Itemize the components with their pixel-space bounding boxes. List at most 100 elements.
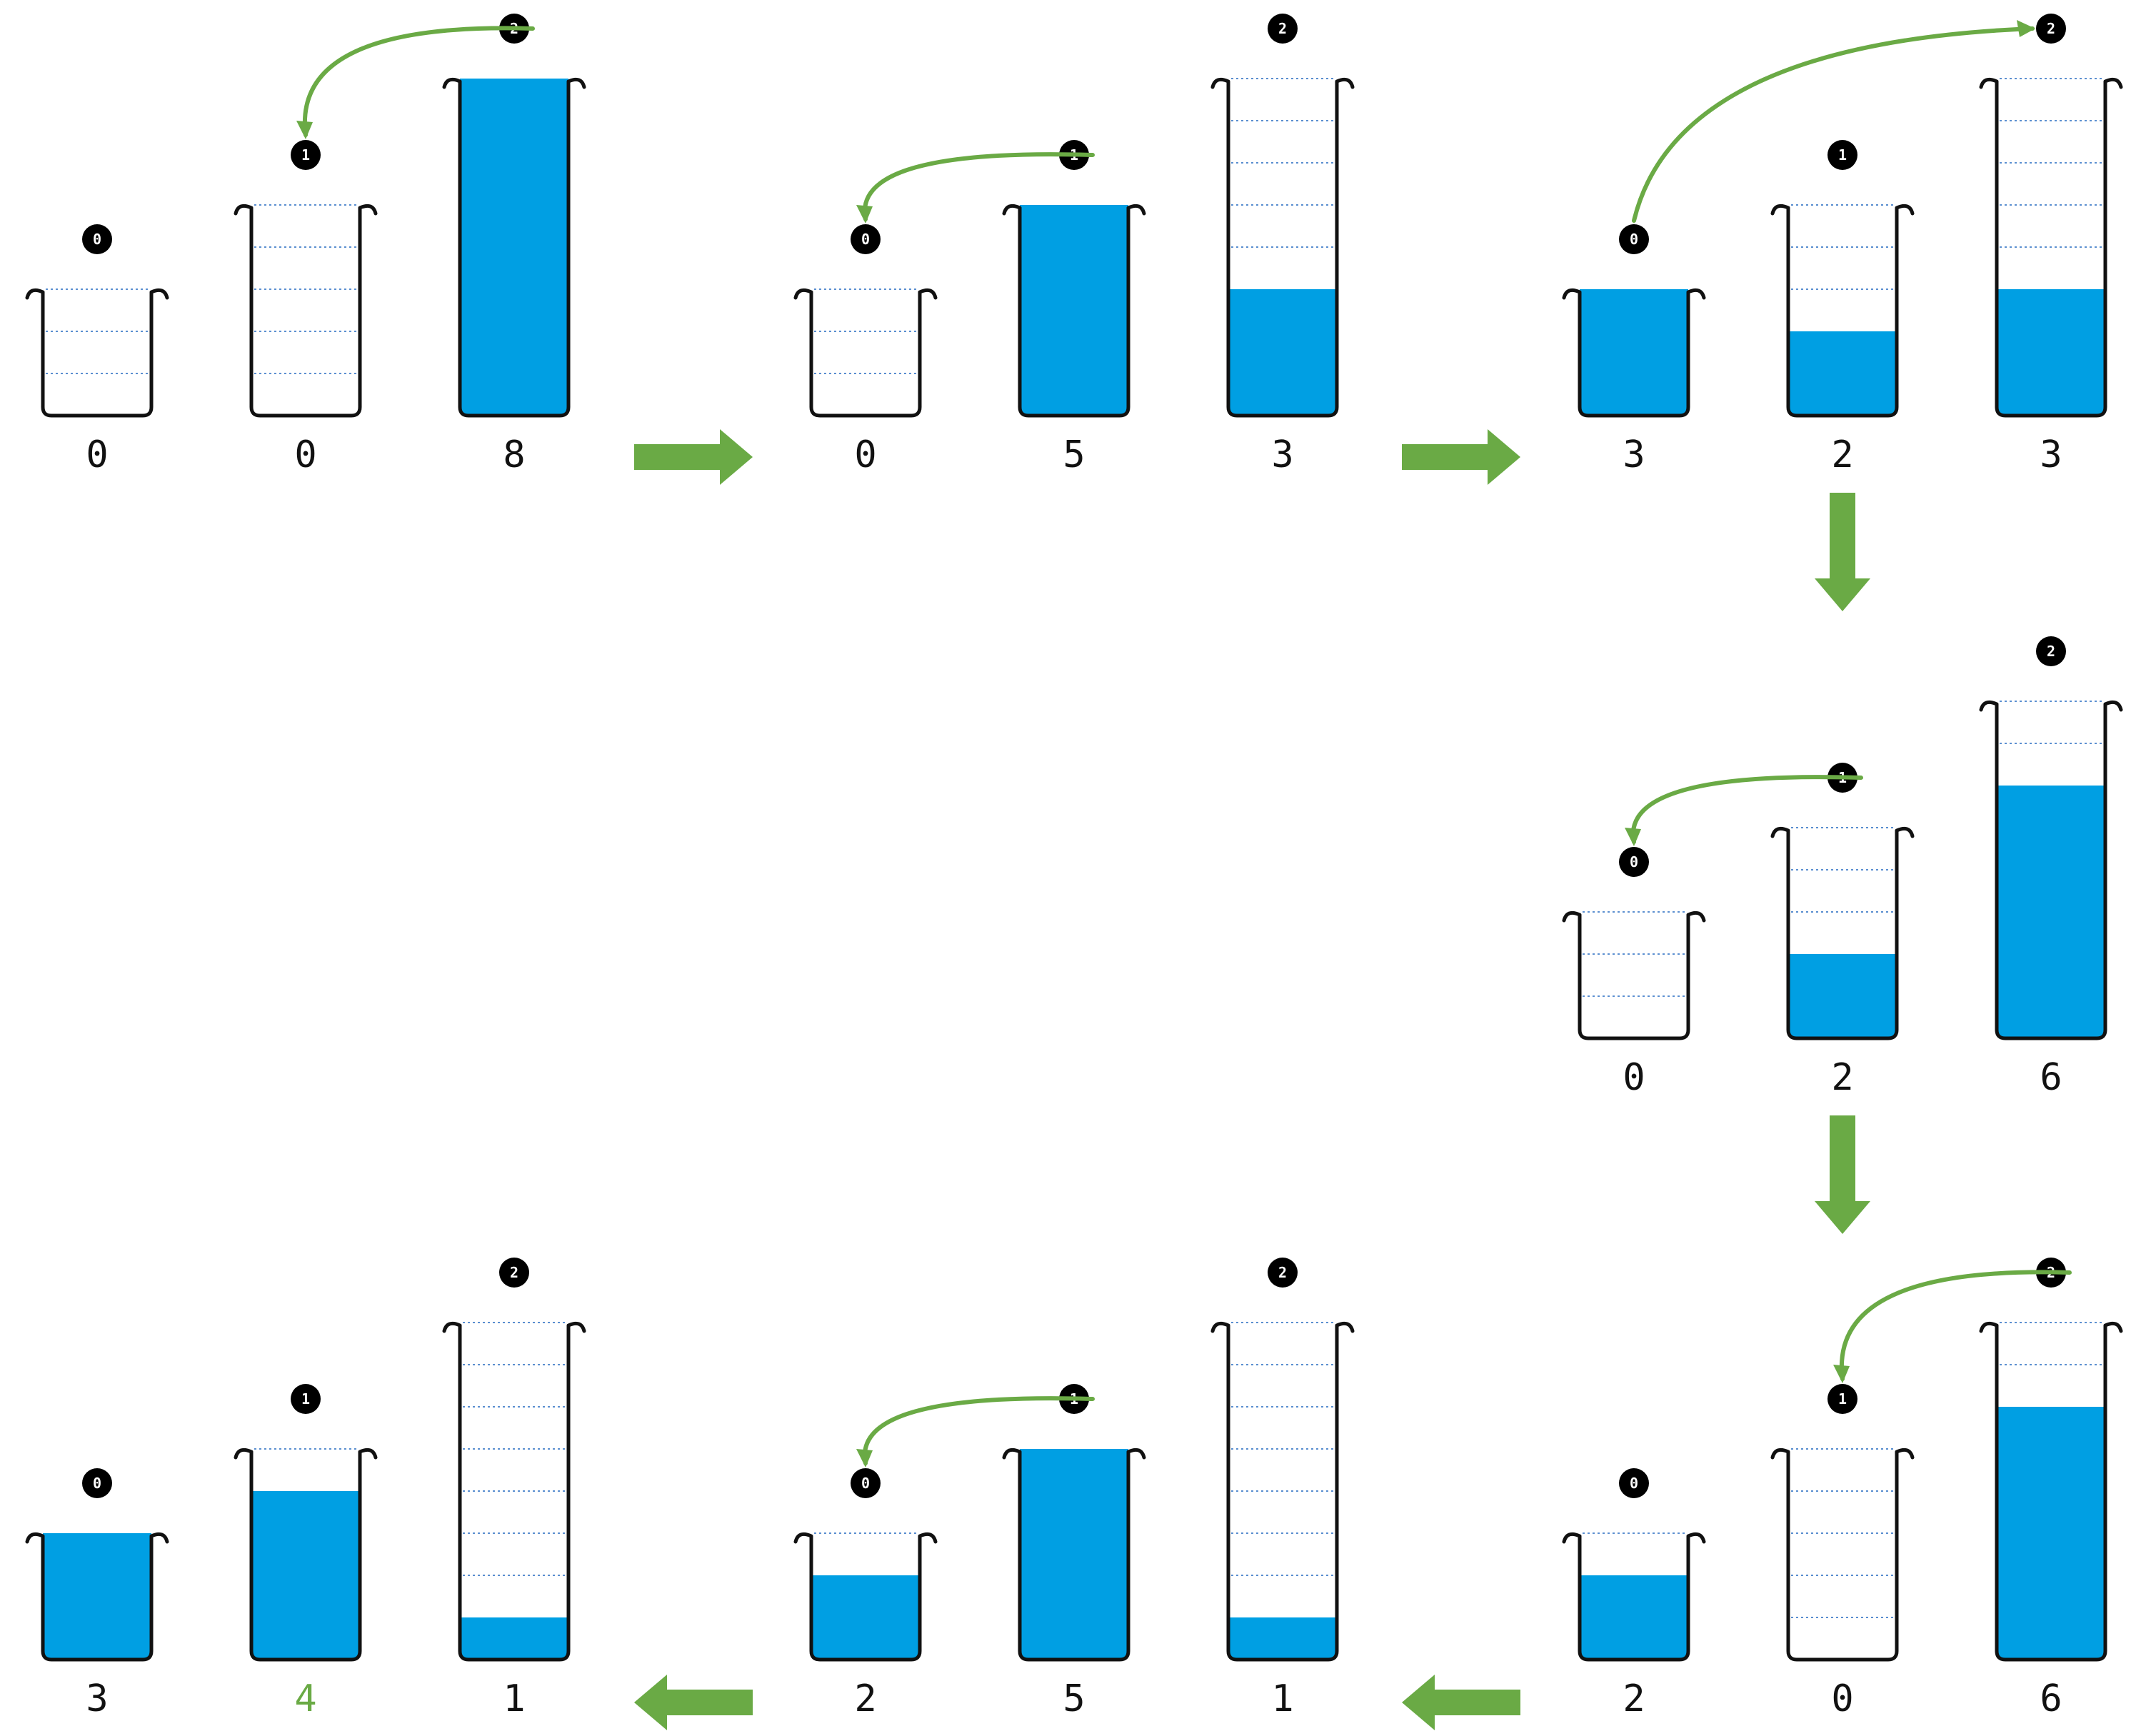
beaker-outline [1979, 700, 2123, 1040]
beaker-index-badge [1619, 224, 1649, 254]
beaker-index-label: 2 [1278, 1264, 1287, 1281]
amount-label: 1 [503, 1677, 525, 1720]
water-fill [1788, 954, 1897, 1038]
beaker-a: 02 [793, 1468, 938, 1720]
beaker-b: 12 [1770, 140, 1915, 476]
water-fill [811, 1575, 920, 1660]
water-fill [1580, 289, 1688, 416]
beaker-b: 12 [1770, 763, 1915, 1099]
step-arrow-left [1402, 1675, 1520, 1730]
water-fill [43, 1533, 151, 1660]
beaker-b: 15 [1002, 1384, 1146, 1720]
beaker-a: 00 [25, 224, 169, 476]
amount-label: 3 [1271, 433, 1293, 476]
pour-arrowhead [856, 1449, 873, 1467]
beaker-b: 10 [234, 140, 378, 476]
amount-label: 2 [1831, 433, 1853, 476]
step-arrow-right [1402, 429, 1520, 485]
beaker-index-label: 0 [93, 1475, 101, 1492]
beaker-index-label: 0 [861, 231, 870, 248]
step-arrow-down [1815, 493, 1870, 611]
pour-arrowhead [1833, 1365, 1850, 1383]
amount-label: 8 [503, 433, 525, 476]
water-fill [1228, 289, 1337, 416]
beaker-a: 03 [25, 1468, 169, 1720]
beaker-c: 23 [1210, 14, 1355, 476]
water-fill [1788, 331, 1897, 416]
water-fill [1997, 289, 2105, 416]
beaker-index-badge [1827, 1384, 1857, 1414]
beaker-index-badge [1619, 847, 1649, 877]
amount-label: 0 [86, 433, 108, 476]
beaker-index-badge [291, 1384, 321, 1414]
beaker-index-badge [82, 1468, 112, 1498]
pour-arrow [862, 1396, 1095, 1465]
amount-label: 1 [1271, 1677, 1293, 1720]
beaker-index-badge [2036, 14, 2066, 44]
pour-arrowhead [856, 205, 873, 224]
beaker-outline [234, 204, 378, 418]
step-arrow-right [634, 429, 753, 485]
amount-label: 5 [1063, 1677, 1085, 1720]
beaker-b: 10 [1770, 1384, 1915, 1720]
water-fill [251, 1491, 360, 1660]
beaker-index-label: 2 [1278, 20, 1287, 37]
beaker-a: 00 [793, 224, 938, 476]
beaker-a: 03 [1562, 224, 1706, 476]
beaker-index-label: 2 [2047, 643, 2055, 660]
beaker-outline [25, 288, 169, 418]
amount-label: 6 [2040, 1677, 2062, 1720]
beaker-c: 26 [1979, 636, 2123, 1099]
beaker-outline [1979, 77, 2123, 418]
water-fill [460, 1617, 568, 1660]
beaker-index-label: 0 [93, 231, 101, 248]
beaker-c: 21 [1210, 1258, 1355, 1720]
water-fill [460, 79, 568, 416]
beaker-outline [1002, 204, 1146, 418]
beaker-index-badge [291, 140, 321, 170]
beaker-outline [1770, 204, 1915, 418]
beaker-outline [1210, 1321, 1355, 1662]
beaker-index-label: 1 [1838, 1390, 1847, 1408]
states: 0010280015230312230012260210260215210314… [25, 14, 2123, 1720]
beaker-outline [1210, 77, 1355, 418]
beaker-a: 02 [1562, 1468, 1706, 1720]
beaker-outline [1770, 826, 1915, 1040]
beaker-outline [1002, 1447, 1146, 1662]
beaker-index-label: 1 [1838, 146, 1847, 164]
beaker-index-badge [82, 224, 112, 254]
beaker-outline [442, 77, 586, 418]
water-fill [1580, 1575, 1688, 1660]
water-fill [1228, 1617, 1337, 1660]
amount-label: 3 [2040, 433, 2062, 476]
beaker-index-label: 1 [301, 146, 310, 164]
beaker-outline [793, 288, 938, 418]
beaker-index-label: 2 [510, 1264, 518, 1281]
pour-arrow [1630, 775, 1863, 844]
amount-label: 6 [2040, 1056, 2062, 1099]
beaker-index-label: 0 [1630, 1475, 1638, 1492]
beaker-index-badge [851, 224, 881, 254]
beaker-c: 26 [1979, 1258, 2123, 1720]
beaker-index-label: 1 [301, 1390, 310, 1408]
beaker-c: 28 [442, 14, 586, 476]
amount-label: 0 [1623, 1056, 1645, 1099]
step-arrow-down [1815, 1115, 1870, 1234]
beaker-outline [1770, 1447, 1915, 1662]
amount-label: 0 [294, 433, 316, 476]
amount-label: 5 [1063, 433, 1085, 476]
beaker-index-badge [851, 1468, 881, 1498]
step-arrow-left [634, 1675, 753, 1730]
beaker-c: 21 [442, 1258, 586, 1720]
beaker-b: 15 [1002, 140, 1146, 476]
amount-label: 2 [1831, 1056, 1853, 1099]
beaker-index-label: 2 [2047, 20, 2055, 37]
amount-label: 0 [1831, 1677, 1853, 1720]
pour-arrowhead [1625, 828, 1641, 846]
